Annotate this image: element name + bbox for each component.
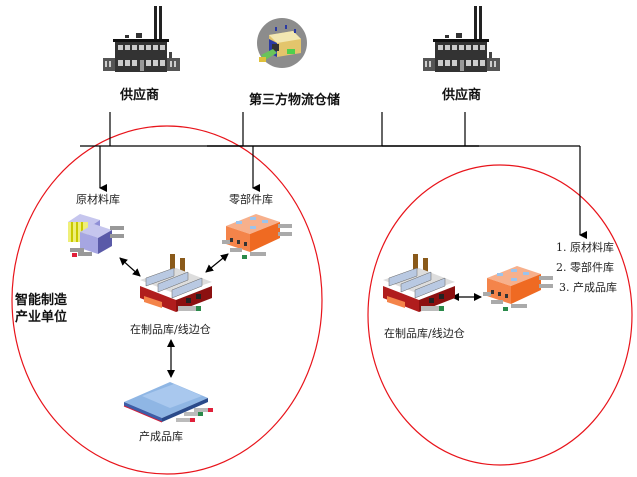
finished-goods-warehouse-icon <box>123 382 213 423</box>
factory-building-icon <box>103 6 180 72</box>
right-unit-ellipse <box>367 164 633 466</box>
left-unit-label-line2: 产业单位 <box>15 310 68 325</box>
right-list-item-finished: 3. 产成品库 <box>559 281 617 294</box>
parts-warehouse-icon <box>483 266 553 311</box>
left-unit-ellipse <box>11 125 323 475</box>
finished-goods-label: 产成品库 <box>139 430 183 443</box>
supplier-right-label: 供应商 <box>442 88 482 103</box>
parts-label: 零部件库 <box>229 193 273 206</box>
logistics-warehouse-icon <box>257 18 307 68</box>
wip-left-label: 在制品库/线边仓 <box>130 323 211 336</box>
right-list-item-parts: 2. 零部件库 <box>556 261 614 274</box>
manufacturing-plant-icon <box>383 254 455 312</box>
double-arrow-parts-wip <box>205 253 229 273</box>
third-party-logistics-label: 第三方物流仓储 <box>249 93 341 108</box>
factory-building-icon <box>423 6 500 72</box>
manufacturing-plant-icon <box>140 254 212 312</box>
supplier-left-label: 供应商 <box>120 88 160 103</box>
right-list-item-raw-material: 1. 原材料库 <box>556 241 614 254</box>
raw-material-label: 原材料库 <box>76 193 120 206</box>
double-arrow-raw-wip <box>119 257 141 277</box>
left-unit-label: 智能制造 产业单位 <box>15 292 67 326</box>
left-unit-label-line1: 智能制造 <box>15 293 68 308</box>
raw-material-warehouse-icon <box>68 214 124 257</box>
parts-warehouse-icon <box>222 214 292 259</box>
wip-right-label: 在制品库/线边仓 <box>384 327 465 340</box>
